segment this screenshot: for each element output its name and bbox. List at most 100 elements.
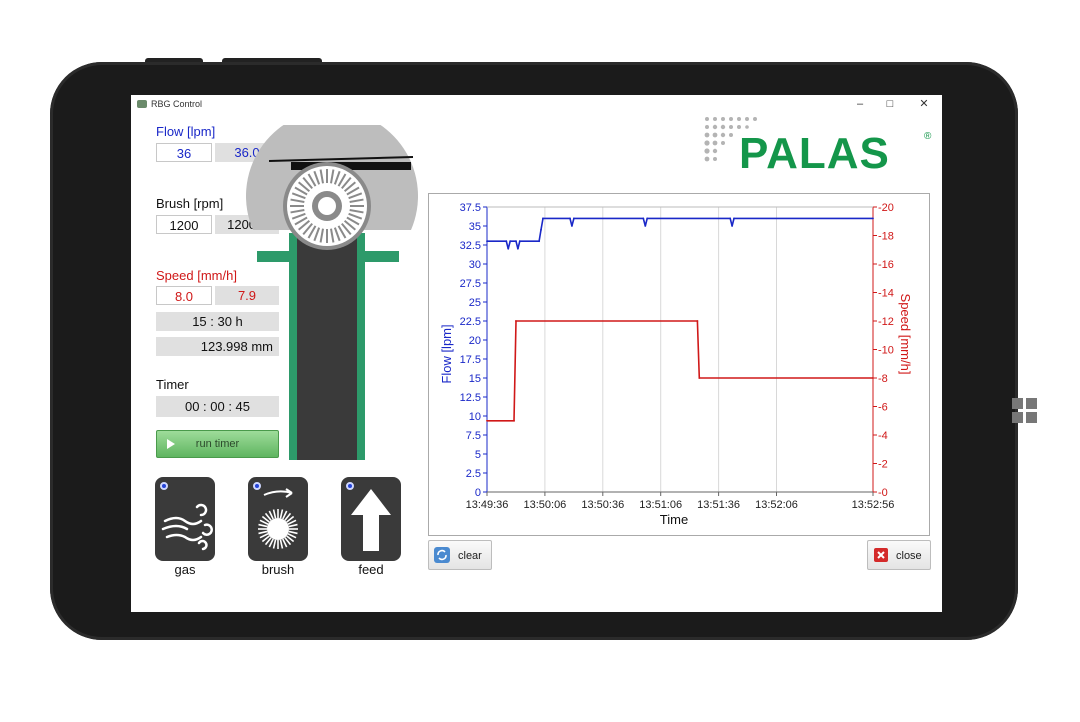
bristle	[341, 177, 352, 190]
bristle	[307, 173, 317, 187]
bristle	[298, 181, 311, 192]
brush-bristle	[259, 533, 269, 539]
brush-bristle	[264, 512, 272, 521]
y-tick-label: 12.5	[460, 392, 481, 404]
play-icon	[167, 439, 175, 449]
x-axis-label: Time	[660, 512, 688, 527]
close-window-button[interactable]: ✕	[919, 98, 929, 110]
y2-axis-label: Speed [mm/h]	[898, 294, 913, 375]
brush-bristle	[272, 509, 277, 519]
y2-tick-label: -0	[878, 487, 888, 499]
y-tick-label: 27.5	[460, 278, 481, 290]
clear-button[interactable]: clear	[428, 540, 492, 570]
brush-bristle	[258, 530, 268, 535]
flow-setpoint-input[interactable]: 36	[156, 143, 212, 162]
feed-label: feed	[358, 562, 384, 577]
close-label: close	[896, 550, 922, 562]
flow-point	[731, 225, 734, 227]
y-tick-label: 22.5	[460, 316, 481, 328]
y2-tick-label: -4	[878, 430, 888, 442]
bristle	[330, 228, 335, 243]
brush-bristle	[286, 515, 295, 523]
brush-bristle	[282, 510, 288, 520]
y2-tick-label: -12	[878, 316, 894, 328]
run-timer-button[interactable]: run timer	[156, 430, 279, 458]
speed-point	[486, 419, 488, 422]
brush-bristle	[279, 539, 284, 549]
logo-registered-mark: ®	[924, 131, 932, 142]
y-tick-label: 15	[469, 373, 481, 385]
bristle	[346, 216, 360, 226]
powder-column	[297, 211, 357, 460]
bristle	[349, 209, 364, 214]
y-tick-label: 17.5	[460, 354, 481, 366]
window-title: RBG Control	[151, 99, 203, 109]
title-bar: RBG Control – □ ✕	[131, 95, 942, 113]
speed-point	[698, 377, 701, 379]
bristle	[343, 181, 356, 192]
flow-point	[646, 217, 649, 220]
flow-point	[571, 225, 573, 227]
run-timer-label: run timer	[195, 438, 240, 450]
brush-setpoint-input[interactable]: 1200	[156, 215, 212, 234]
y2-tick-label: -8	[878, 373, 888, 385]
speed-time-value: 15 : 30 h	[156, 312, 279, 331]
speed-point	[696, 320, 699, 322]
flow-point	[542, 217, 544, 220]
bristle	[346, 186, 360, 196]
generator-illustration	[246, 125, 418, 460]
flow-point	[872, 217, 874, 220]
timer-value: 00 : 00 : 45	[156, 396, 279, 417]
bristle	[319, 169, 324, 184]
flow-series-line	[487, 217, 873, 250]
brush-bristle	[286, 535, 295, 543]
x-tick-label: 13:51:36	[697, 499, 740, 511]
flow-point	[644, 225, 647, 227]
windows-logo-icon[interactable]	[1012, 398, 1038, 424]
speed-point	[872, 377, 874, 379]
brush-bristle	[268, 538, 274, 548]
gas-status-indicator	[160, 482, 168, 490]
y-tick-label: 10	[469, 411, 481, 423]
flow-point	[509, 240, 512, 243]
bristle	[294, 186, 308, 196]
brush-bristle	[288, 523, 298, 528]
x-tick-label: 13:50:36	[581, 499, 624, 511]
brush-toggle-button[interactable]	[248, 477, 308, 561]
flow-point	[540, 228, 542, 231]
x-tick-label: 13:51:06	[639, 499, 682, 511]
bristle	[349, 198, 364, 203]
speed-distance-value: 123.998 mm	[156, 337, 279, 356]
y-tick-label: 2.5	[466, 468, 481, 480]
bristle	[313, 227, 321, 242]
bristle	[298, 220, 311, 231]
y-tick-label: 25	[469, 297, 481, 309]
flow-point	[515, 240, 517, 243]
speed-setpoint-input[interactable]: 8.0	[156, 286, 212, 305]
maximize-button[interactable]: □	[886, 98, 894, 110]
brush-bristle	[287, 519, 297, 525]
bristle	[319, 228, 324, 243]
tablet-top-button	[145, 58, 203, 64]
flow-point	[729, 217, 732, 220]
minimize-button[interactable]: –	[856, 98, 864, 110]
feed-status-indicator	[346, 482, 354, 490]
brush-label: Brush [rpm]	[156, 196, 224, 211]
rotating-brush-icon	[258, 488, 298, 549]
brush-bristle	[272, 539, 277, 549]
bristle	[343, 220, 356, 231]
feed-toggle-button[interactable]	[341, 477, 401, 561]
gas-toggle-button[interactable]	[155, 477, 215, 561]
brush-control-label: brush	[261, 562, 295, 577]
speed-actual-value: 7.9	[215, 286, 279, 305]
close-button[interactable]: close	[867, 540, 931, 570]
brush-bristle	[279, 509, 284, 519]
y-tick-label: 5	[475, 449, 481, 461]
y2-tick-label: -20	[878, 202, 894, 214]
y2-tick-label: -14	[878, 288, 894, 300]
brush-bristle	[284, 512, 292, 521]
flow-point	[572, 217, 575, 220]
y-tick-label: 30	[469, 259, 481, 271]
